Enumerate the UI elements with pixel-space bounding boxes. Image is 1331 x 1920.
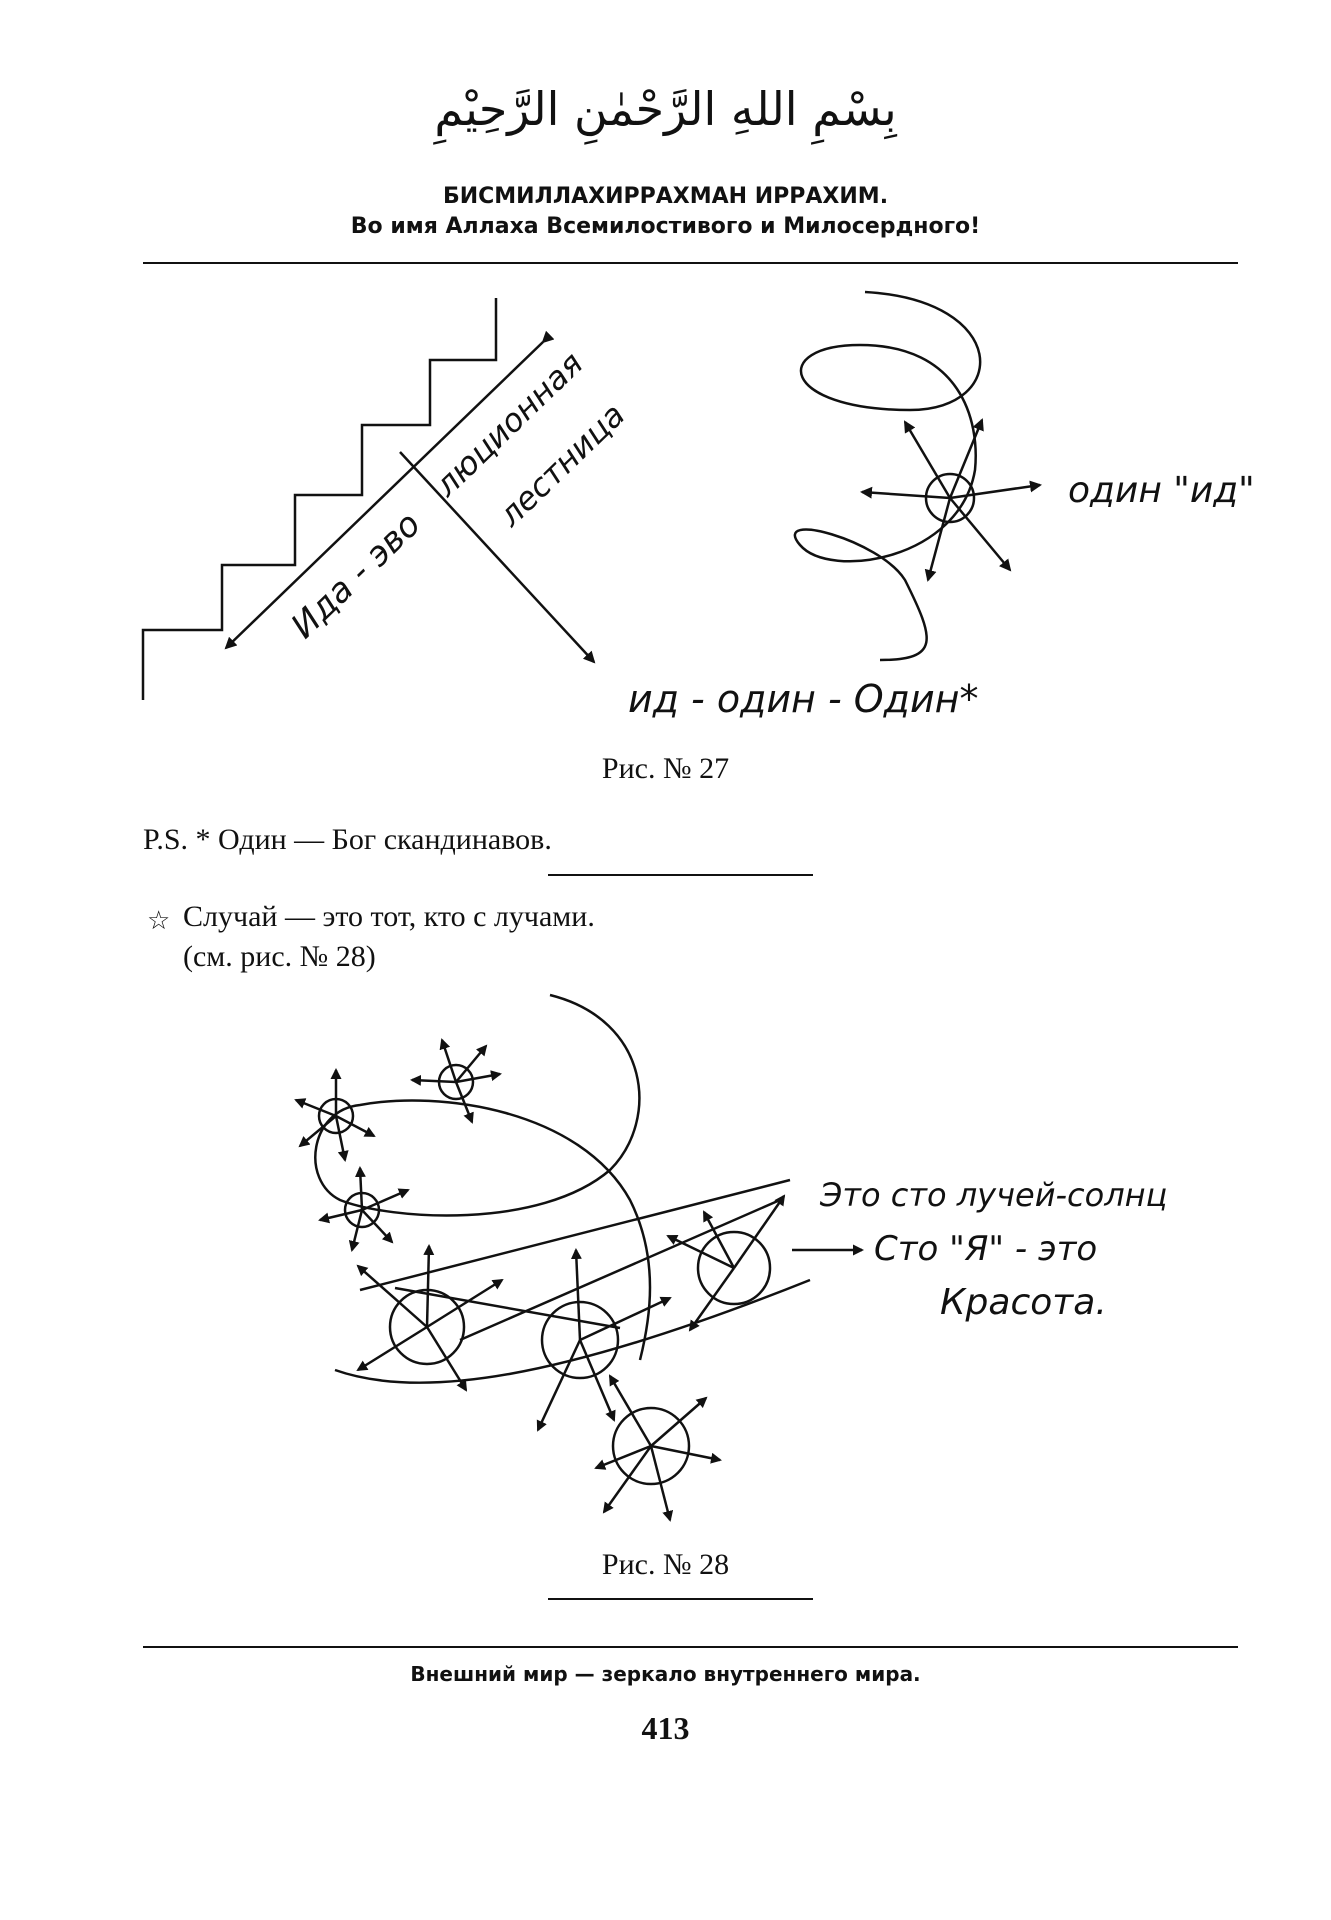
header-rule (143, 262, 1238, 264)
ray-line-2 (459, 1198, 781, 1342)
small-sun-2 (410, 1038, 502, 1124)
fig28-label-1: Это сто лучей-солнц (819, 1176, 1167, 1214)
big-sun-1 (356, 1244, 504, 1392)
right-label-27: один "ид" (1068, 470, 1255, 511)
big-sun-2 (536, 1248, 672, 1432)
big-sun-4 (594, 1374, 722, 1522)
footer-motto: Внешний мир — зеркало внутреннего мира. (410, 1662, 921, 1686)
page-number: 413 (641, 1710, 690, 1746)
note-line-1: Случай — это тот, кто с лучами. (183, 900, 595, 933)
small-sun-1 (294, 1068, 376, 1162)
ida-arrow (224, 330, 555, 650)
sun-circle-27 (924, 472, 976, 524)
ladder-text-1: Ида - эво (283, 504, 428, 646)
spiral-loop (793, 290, 982, 662)
fig28-label-2: Сто "Я" - это (874, 1229, 1097, 1269)
arabic-calligraphy: بِسْمِ اللهِ الرَّحْمٰنِ الرَّحِيْمِ (434, 82, 897, 136)
footer-rule (143, 1646, 1238, 1648)
caption-rule (548, 1598, 813, 1600)
postscript-note: P.S. * Один — Бог скандинавов. (143, 823, 552, 856)
fig28-label-3: Красота. (940, 1282, 1107, 1323)
small-sun-3 (318, 1166, 410, 1252)
bottom-label-27: ид - один - Один* (628, 677, 979, 721)
star-glyph: ☆ (147, 906, 171, 935)
figure-28-caption: Рис. № 28 (601, 1548, 730, 1581)
descent-arrow (399, 451, 596, 664)
lower-arc (334, 1278, 811, 1384)
note-line-2: (см. рис. № 28) (183, 940, 376, 973)
figure-27-drawing: Ида - эво люционная лестница один "ид" и… (141, 290, 1255, 721)
header-title: БИСМИЛЛАХИРРАХМАН ИРРАХИМ. (442, 184, 889, 209)
figure-27-caption: Рис. № 27 (601, 752, 730, 785)
ray-line-1 (359, 1178, 791, 1292)
note-rule (548, 874, 813, 876)
figure-28-drawing: Это сто лучей-солнц Сто "Я" - это Красот… (294, 993, 1167, 1522)
ray-line-3 (394, 1286, 621, 1330)
spiral-path (314, 993, 652, 1361)
header-subtitle: Во имя Аллаха Всемилостивого и Милосердн… (350, 214, 981, 239)
big-sun-3 (666, 1194, 786, 1332)
